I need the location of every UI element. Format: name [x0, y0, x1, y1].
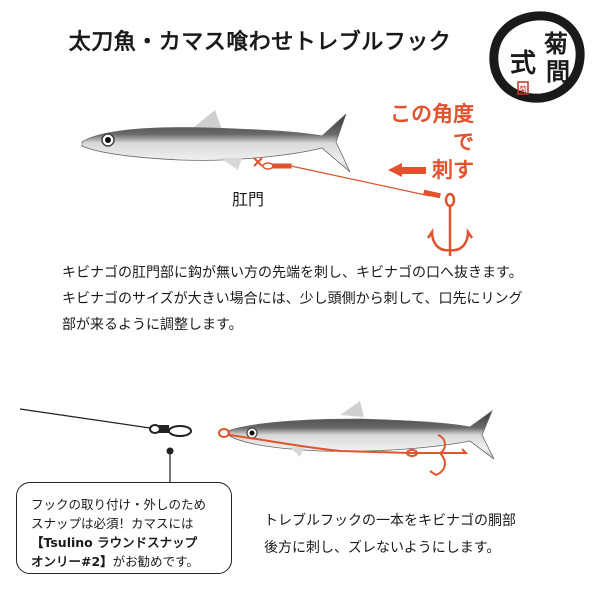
rigging-instructions: キビナゴの肛門部に鈎が無い方の先端を刺し、キビナゴの口へ抜きます。 キビナゴのサ…	[62, 260, 582, 338]
description-line: トレブルフックの一本をキビナゴの胴部	[264, 513, 516, 529]
brand-logo: 菊 間 式 菊	[486, 8, 586, 104]
x-mark-icon	[253, 157, 263, 167]
treble-hook-in-fish-icon	[218, 428, 469, 477]
instruction-line: キビナゴのサイズが大きい場合には、少し頭側から刺して、口先にリング	[62, 291, 523, 307]
product-name: 【Tsulino ラウンドスナップ	[31, 535, 198, 550]
callout-line: スナップは必須！カマスには	[31, 516, 194, 531]
angle-label-line2: 刺す	[432, 158, 474, 182]
rig-line	[262, 162, 441, 199]
svg-text:菊: 菊	[519, 84, 527, 94]
top-rig-diagram	[81, 110, 474, 256]
product-name: オンリー#2】	[31, 554, 113, 569]
treble-hook-description: トレブルフックの一本をキビナゴの胴部 後方に刺し、ズレないようにします。	[264, 508, 516, 562]
callout-line: フックの取り付け・外しのため	[31, 497, 207, 512]
anus-label: 肛門	[232, 190, 265, 209]
svg-text:間: 間	[546, 57, 570, 86]
page-title: 太刀魚・カマス喰わせトレブルフック	[68, 30, 452, 55]
instruction-line: 部が来るように調整します。	[62, 317, 243, 333]
svg-text:菊: 菊	[544, 29, 568, 58]
description-line: 後方に刺し、ズレないようにします。	[264, 540, 501, 556]
left-arrow-icon	[388, 163, 426, 177]
snap-swivel-icon	[149, 424, 192, 437]
instruction-line: キビナゴの肛門部に鈎が無い方の先端を刺し、キビナゴの口へ抜きます。	[62, 265, 523, 281]
snap-recommendation-callout: フックの取り付け・外しのため スナップは必須！カマスには 【Tsulino ラウ…	[16, 482, 232, 574]
svg-text:式: 式	[510, 49, 536, 79]
kibinago-fish-icon	[81, 110, 351, 173]
bottom-rig-diagram	[19, 401, 495, 483]
kibinago-fish-hooked-icon	[227, 401, 495, 460]
callout-line: がお勧めです。	[112, 554, 199, 569]
angle-label-line1: この角度で	[390, 102, 474, 154]
brush-circle-logo-icon: 菊 間 式 菊	[489, 11, 585, 103]
treble-hook-icon	[426, 192, 474, 256]
angle-instruction-label: この角度で 刺す	[374, 100, 474, 184]
